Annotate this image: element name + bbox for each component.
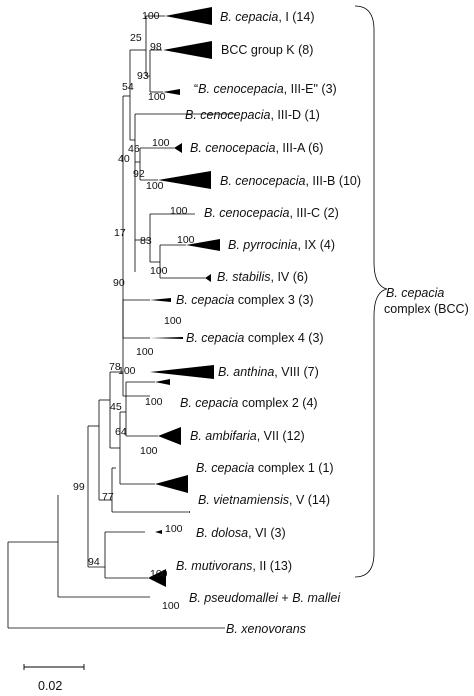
bootstrap-value-20: 100 <box>118 365 136 377</box>
tip-label-c2: B. cepacia complex 2 (4) <box>180 396 318 410</box>
bootstrap-value-12: 100 <box>177 234 195 246</box>
tip-label-mut: B. mutivorans, II (13) <box>176 559 292 573</box>
tip-label-bc1: B. cepacia, I (14) <box>220 10 315 24</box>
bcc-label-line1: B. cepacia <box>386 286 444 300</box>
bootstrap-value-19: 78 <box>109 361 121 373</box>
wedge-1 <box>163 41 212 59</box>
tip-label-c1: B. cepacia complex 1 (1) <box>196 461 334 475</box>
bootstrap-value-23: 64 <box>115 426 127 438</box>
bootstrap-value-8: 92 <box>133 168 145 180</box>
bootstrap-value-4: 100 <box>148 91 166 103</box>
bootstrap-value-6: 46 <box>128 143 140 155</box>
wedge-6 <box>205 274 211 282</box>
tip-label-e: “B. cenocepacia, III-E" (3) <box>194 82 337 96</box>
tip-label-c: B. cenocepacia, III-C (2) <box>204 206 339 220</box>
wedge-7 <box>150 298 171 302</box>
wedge-13 <box>155 530 162 534</box>
tip-label-ant: B. anthina, VIII (7) <box>218 365 319 379</box>
bootstrap-value-10: 40 <box>118 153 130 165</box>
bootstrap-value-14: 100 <box>150 265 168 277</box>
tip-label-pyr: B. pyrrocinia, IX (4) <box>228 238 335 252</box>
wedge-11 <box>158 427 181 445</box>
bootstrap-value-15: 17 <box>114 227 126 239</box>
wedge-15 <box>188 511 190 513</box>
tip-label-amb: B. ambifaria, VII (12) <box>190 429 305 443</box>
scale-bar-label: 0.02 <box>38 679 62 693</box>
wedge-12 <box>155 475 188 493</box>
bootstrap-value-2: 98 <box>150 41 162 53</box>
tip-label-k: BCC group K (8) <box>221 43 313 57</box>
bootstrap-value-26: 77 <box>102 491 114 503</box>
bootstrap-value-16: 90 <box>113 277 125 289</box>
bootstrap-value-29: 100 <box>150 568 168 580</box>
wedge-14 <box>148 569 166 587</box>
wedge-2 <box>163 89 180 95</box>
bootstrap-value-7: 100 <box>152 137 170 149</box>
wedge-5 <box>186 239 220 251</box>
collapsed-clade-wedges <box>148 7 220 587</box>
tip-label-dol: B. dolosa, VI (3) <box>196 526 286 540</box>
bootstrap-value-28: 94 <box>88 556 100 568</box>
tree-branches <box>7 15 236 629</box>
wedge-3 <box>174 143 182 153</box>
tip-label-pse: B. pseudomallei + B. mallei <box>189 591 341 605</box>
bootstrap-value-18: 100 <box>136 346 154 358</box>
tip-labels: B. cepacia, I (14) BCC group K (8) “B. cen… <box>176 10 361 636</box>
bootstrap-value-0: 100 <box>142 10 160 22</box>
bcc-brace <box>354 5 388 578</box>
bootstrap-value-9: 100 <box>146 180 164 192</box>
wedge-4 <box>158 171 211 189</box>
tip-label-c4: B. cepacia complex 4 (3) <box>186 331 324 345</box>
bootstrap-value-11: 100 <box>170 205 188 217</box>
bootstrap-value-25: 99 <box>73 481 85 493</box>
bootstrap-value-17: 100 <box>164 315 182 327</box>
tip-label-d: B. cenocepacia, III-D (1) <box>185 108 320 122</box>
bootstrap-value-24: 100 <box>140 445 158 457</box>
wedge-0 <box>165 7 212 25</box>
wedge-8 <box>150 337 183 339</box>
bootstrap-value-30: 100 <box>162 600 180 612</box>
tip-label-b: B. cenocepacia, III-B (10) <box>220 174 361 188</box>
bootstrap-value-21: 100 <box>145 396 163 408</box>
bootstrap-value-1: 25 <box>130 32 142 44</box>
wedge-10 <box>155 379 170 385</box>
tip-label-vie: B. vietnamiensis, V (14) <box>198 493 330 507</box>
bootstrap-value-22: 45 <box>110 401 122 413</box>
bootstrap-value-5: 54 <box>122 81 134 93</box>
wedge-9 <box>150 365 214 379</box>
bootstrap-value-27: 100 <box>165 523 183 535</box>
tip-label-c3: B. cepacia complex 3 (3) <box>176 293 314 307</box>
tip-label-a: B. cenocepacia, III-A (6) <box>190 141 323 155</box>
bootstrap-value-3: 93 <box>137 70 149 82</box>
bcc-label-line2: complex (BCC) <box>384 302 469 316</box>
bootstrap-value-13: 83 <box>140 235 152 247</box>
tip-label-sta: B. stabilis, IV (6) <box>217 270 308 284</box>
tip-label-xen: B. xenovorans <box>226 622 306 636</box>
